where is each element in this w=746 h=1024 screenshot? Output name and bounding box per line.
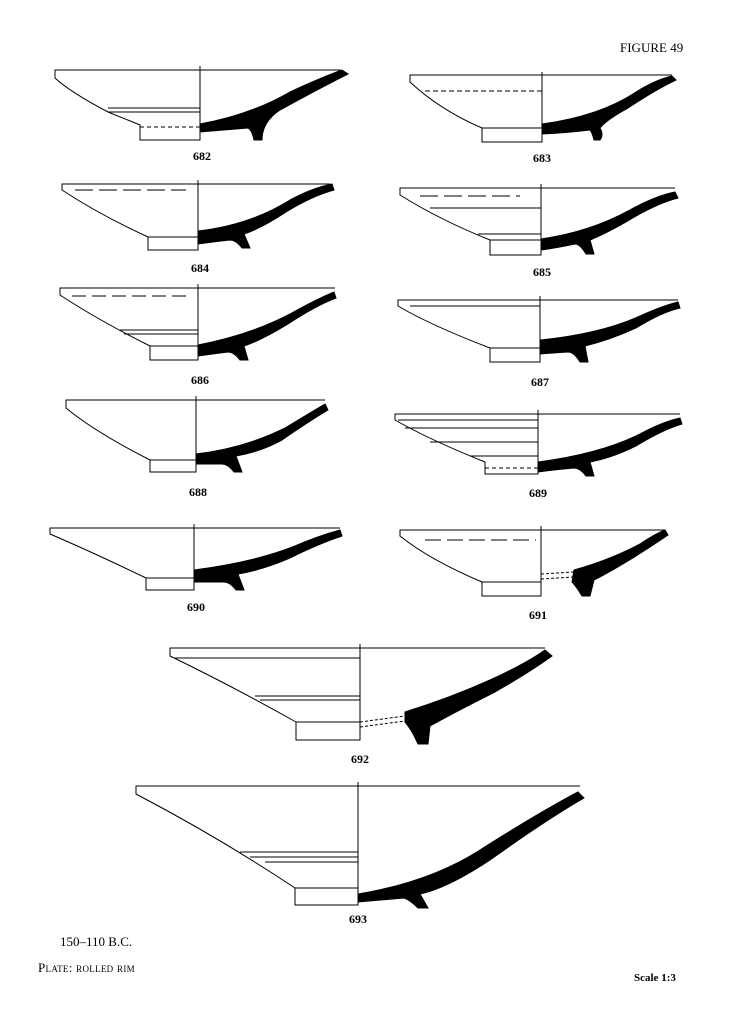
catalog-number: 690 bbox=[187, 600, 205, 614]
catalog-number: 687 bbox=[531, 375, 549, 389]
plate-profile-690 bbox=[49, 524, 343, 591]
figure-title: FIGURE 49 bbox=[620, 40, 684, 55]
catalog-number: 693 bbox=[349, 912, 367, 926]
plate-profile-683 bbox=[409, 72, 677, 143]
date-range: 150–110 B.C. bbox=[60, 934, 133, 949]
plate-profile-682 bbox=[54, 66, 349, 141]
plate-profile-688 bbox=[65, 396, 329, 473]
catalog-number: 685 bbox=[533, 265, 551, 279]
catalog-number: 692 bbox=[351, 752, 369, 766]
catalog-number: 688 bbox=[189, 485, 207, 499]
plate-profile-685 bbox=[399, 184, 679, 256]
catalog-number: 684 bbox=[191, 261, 209, 275]
plate-profile-692 bbox=[169, 644, 553, 745]
plate-profile-689 bbox=[394, 410, 683, 477]
catalog-number: 683 bbox=[533, 151, 551, 165]
figure-caption: Plate: rolled rim bbox=[38, 960, 135, 975]
plate-profile-687 bbox=[397, 296, 681, 363]
plate-profile-686 bbox=[59, 284, 337, 361]
plate-profile-691 bbox=[399, 526, 669, 597]
catalog-number: 689 bbox=[529, 486, 547, 500]
plate-profile-693 bbox=[135, 782, 585, 909]
scale-label: Scale 1:3 bbox=[634, 972, 676, 984]
catalog-number: 682 bbox=[193, 149, 211, 163]
catalog-number: 686 bbox=[191, 373, 209, 387]
plate-profile-684 bbox=[61, 180, 335, 251]
catalog-number: 691 bbox=[529, 608, 547, 622]
